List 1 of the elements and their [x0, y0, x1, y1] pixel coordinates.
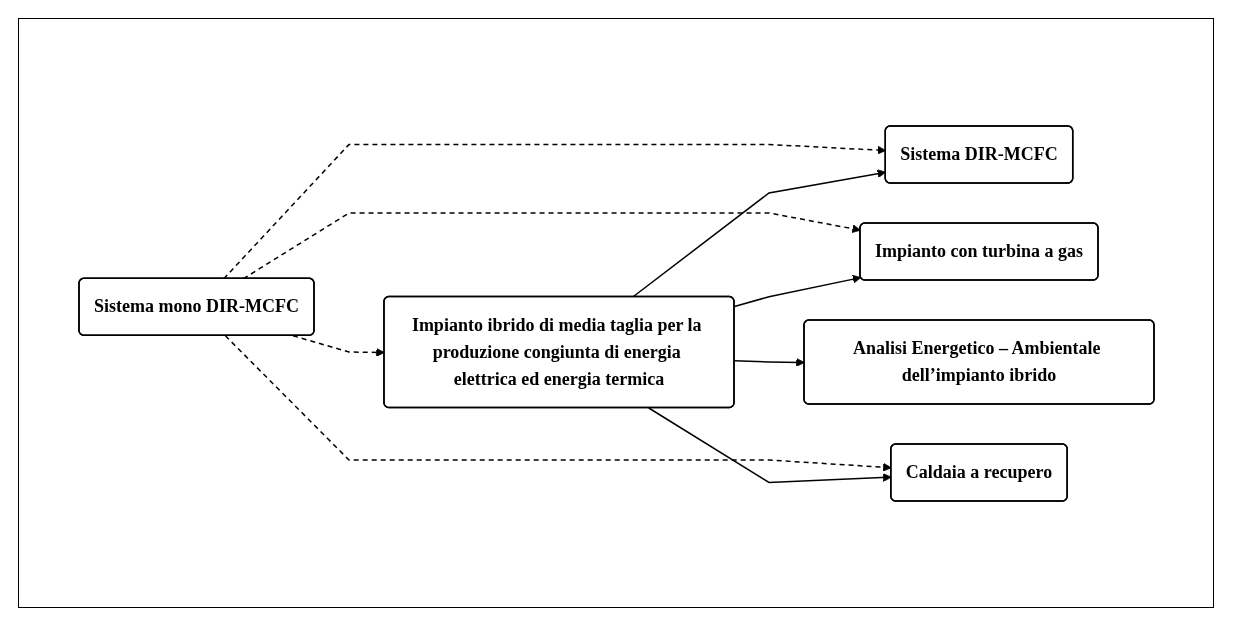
arrow — [733, 274, 861, 307]
